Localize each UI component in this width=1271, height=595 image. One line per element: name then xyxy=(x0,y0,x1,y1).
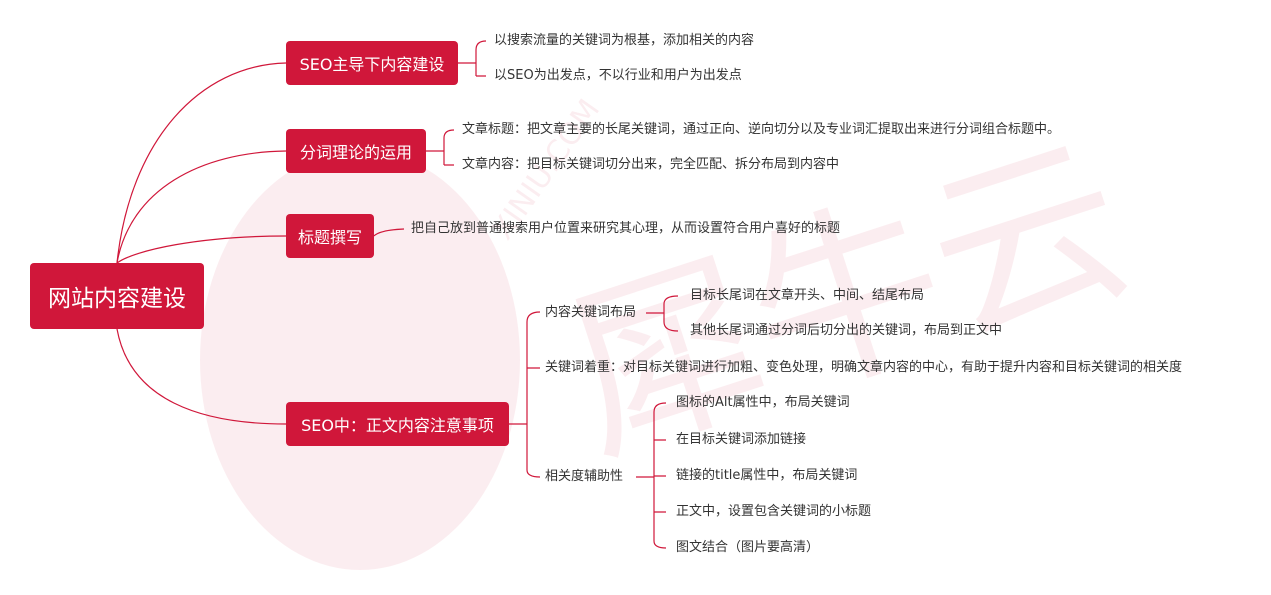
connector-b1 xyxy=(458,40,487,77)
connector-root-branch2 xyxy=(116,150,287,264)
leaf-b4-s1-2[interactable]: 其他长尾词通过分词后切分出的关键词，布局到正文中 xyxy=(690,323,1003,338)
leaf-b2-1[interactable]: 文章标题：把文章主要的长尾关键词，通过正向、逆向切分以及专业词汇提取出来进行分词… xyxy=(462,122,1061,137)
subtopic-keyword-layout[interactable]: 内容关键词布局 xyxy=(545,305,637,320)
leaf-b4-s3-1[interactable]: 图标的Alt属性中，布局关键词 xyxy=(676,395,850,410)
connector-b4-sub3 xyxy=(636,402,667,549)
connector-root-branch3 xyxy=(116,235,287,264)
leaf-b2-2[interactable]: 文章内容：把目标关键词切分出来，完全匹配、拆分布局到内容中 xyxy=(462,157,840,172)
leaf-b4-s3-5[interactable]: 图文结合（图片要高清） xyxy=(676,540,820,555)
connector-root-branch4 xyxy=(116,328,287,425)
branch-topic-title-writing[interactable]: 标题撰写 xyxy=(286,214,374,258)
leaf-b4-s3-4[interactable]: 正文中，设置包含关键词的小标题 xyxy=(676,504,872,519)
connector-root-branch1 xyxy=(116,62,287,264)
connector-b4 xyxy=(509,311,541,478)
leaf-b4-s3-2[interactable]: 在目标关键词添加链接 xyxy=(676,432,807,447)
branch-topic-body-notes[interactable]: SEO中：正文内容注意事项 xyxy=(286,402,509,446)
connector-b2 xyxy=(426,129,455,166)
leaf-b1-1[interactable]: 以搜索流量的关键词为根基，添加相关的内容 xyxy=(494,33,755,48)
leaf-b4-s1-1[interactable]: 目标长尾词在文章开头、中间、结尾布局 xyxy=(690,288,925,303)
branch-topic-seo-led[interactable]: SEO主导下内容建设 xyxy=(286,41,458,85)
branch-topic-segmentation[interactable]: 分词理论的运用 xyxy=(286,129,426,173)
leaf-b1-2[interactable]: 以SEO为出发点，不以行业和用户为出发点 xyxy=(494,68,742,83)
leaf-b3-1[interactable]: 把自己放到普通搜索用户位置来研究其心理，从而设置符合用户喜好的标题 xyxy=(411,221,841,236)
root-topic[interactable]: 网站内容建设 xyxy=(30,263,204,329)
leaf-b4-s3-3[interactable]: 链接的title属性中，布局关键词 xyxy=(676,468,858,483)
connector-b3 xyxy=(373,228,405,237)
subtopic-relevance-aid[interactable]: 相关度辅助性 xyxy=(545,469,624,484)
leaf-b4-keyword-emphasis[interactable]: 关键词着重：对目标关键词进行加粗、变色处理，明确文章内容的中心，有助于提升内容和… xyxy=(545,360,1183,375)
connector-b4-sub1 xyxy=(646,295,679,332)
